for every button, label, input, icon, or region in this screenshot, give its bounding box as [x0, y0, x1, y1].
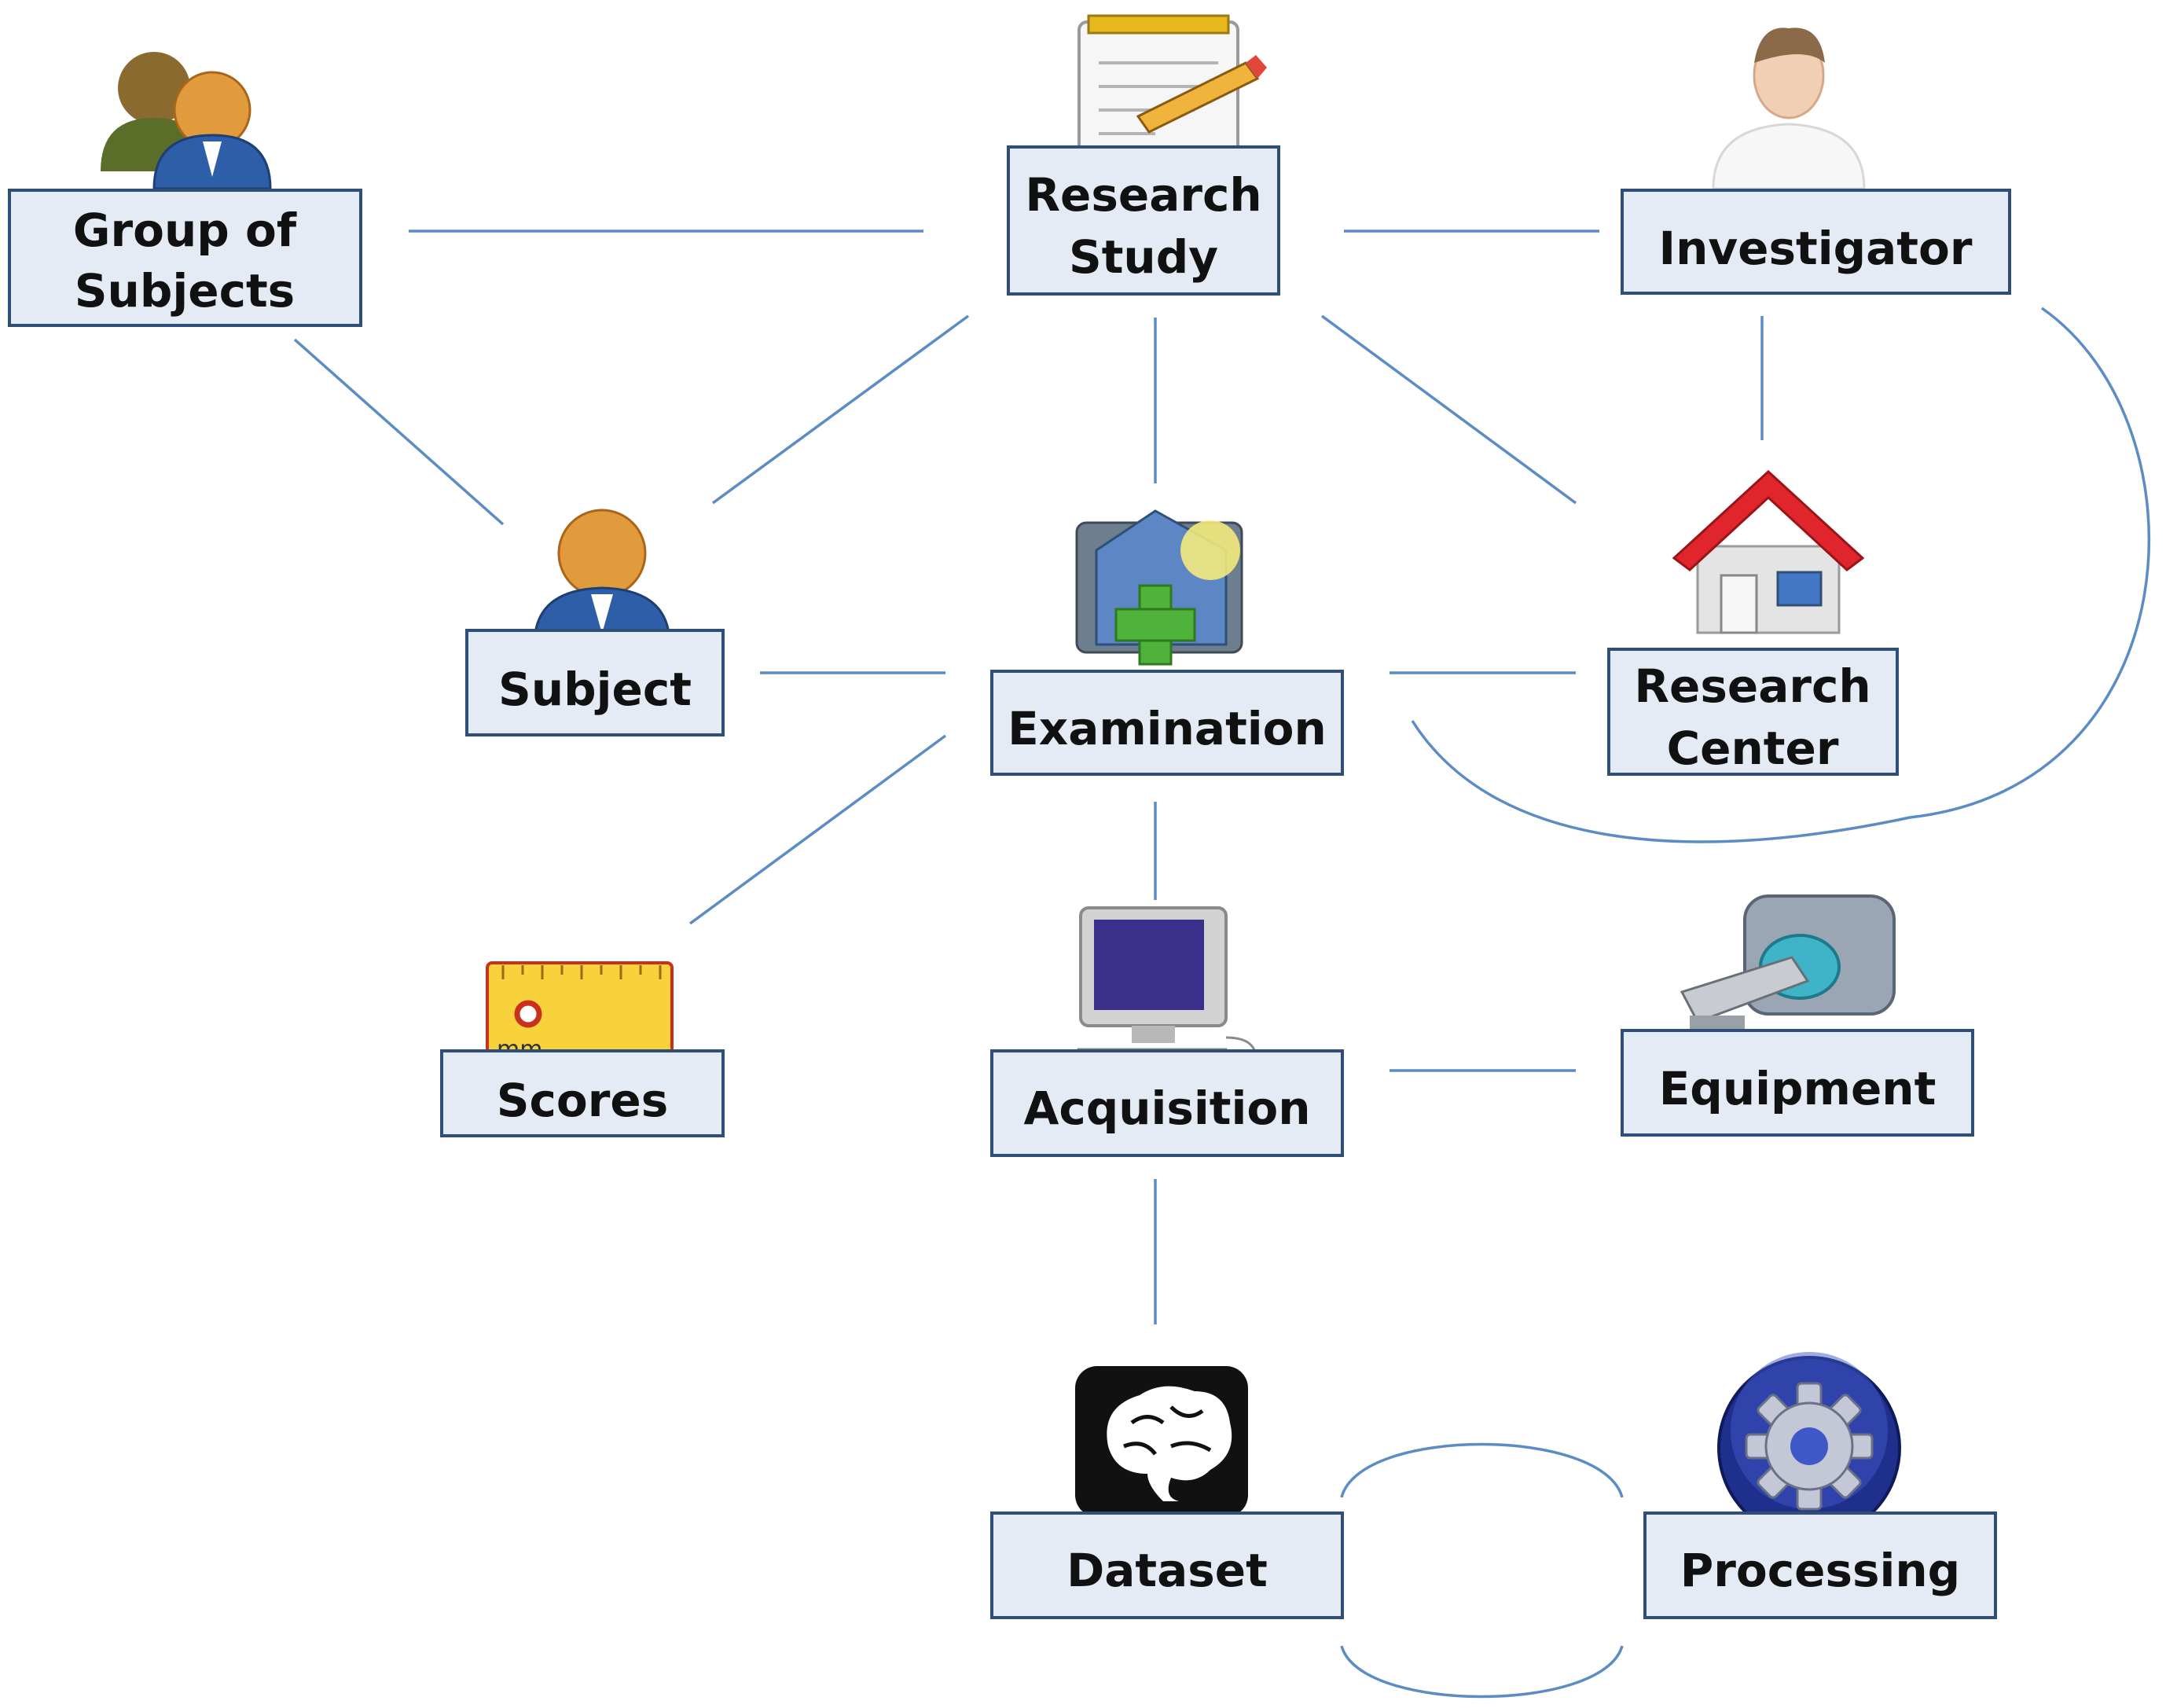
edge-dataset-processing-top	[1340, 1442, 1624, 1498]
node-label: Dataset	[1066, 1544, 1268, 1597]
node-label: Equipment	[1659, 1062, 1937, 1115]
folder-add-icon	[1075, 509, 1243, 666]
node-label: Acquisition	[1023, 1082, 1310, 1135]
house-icon	[1672, 469, 1865, 634]
node-label: Examination	[1008, 702, 1327, 755]
person-icon	[533, 509, 671, 646]
edge-study-subject	[711, 314, 970, 505]
node-research-center[interactable]: Research Center	[1607, 648, 1899, 776]
computer-icon	[1066, 906, 1257, 1074]
node-group-of-subjects[interactable]: Group of Subjects	[8, 189, 362, 327]
edge-dataset-processing-bottom	[1340, 1645, 1624, 1699]
node-processing[interactable]: Processing	[1643, 1511, 1997, 1619]
person-icon	[1712, 28, 1866, 190]
node-examination[interactable]: Examination	[990, 670, 1344, 776]
node-label: Scores	[497, 1074, 668, 1127]
node-subject[interactable]: Subject	[465, 629, 725, 736]
scanner-icon	[1680, 894, 1896, 1031]
node-equipment[interactable]: Equipment	[1621, 1029, 1974, 1137]
node-label-line2: Study	[1069, 230, 1218, 284]
node-research-study[interactable]: Research Study	[1007, 145, 1280, 296]
edge-examination-scores	[688, 734, 947, 925]
group-of-people-icon	[101, 52, 272, 190]
connectors	[293, 230, 2151, 1699]
brain-icon	[1075, 1366, 1248, 1517]
edge-investigator-examination-curve	[1411, 307, 2151, 843]
edge-study-center	[1320, 314, 1577, 505]
node-label-line1: Research	[1025, 168, 1261, 222]
node-label-line2: Subjects	[75, 264, 295, 318]
gear-icon	[1717, 1352, 1901, 1540]
edge-group-subject	[293, 338, 505, 526]
node-label-line1: Research	[1634, 659, 1870, 713]
node-label: Investigator	[1659, 222, 1973, 275]
node-scores[interactable]: Scores	[440, 1049, 725, 1137]
node-label-line1: Group of	[73, 204, 297, 257]
node-label: Processing	[1680, 1544, 1960, 1597]
notepad-pencil-icon	[1077, 14, 1267, 161]
ruler-icon: mm	[486, 961, 674, 1067]
node-investigator[interactable]: Investigator	[1621, 189, 2011, 295]
node-label-line2: Center	[1667, 722, 1839, 775]
node-dataset[interactable]: Dataset	[990, 1511, 1344, 1619]
node-label: Subject	[498, 663, 692, 716]
node-acquisition[interactable]: Acquisition	[990, 1049, 1344, 1157]
